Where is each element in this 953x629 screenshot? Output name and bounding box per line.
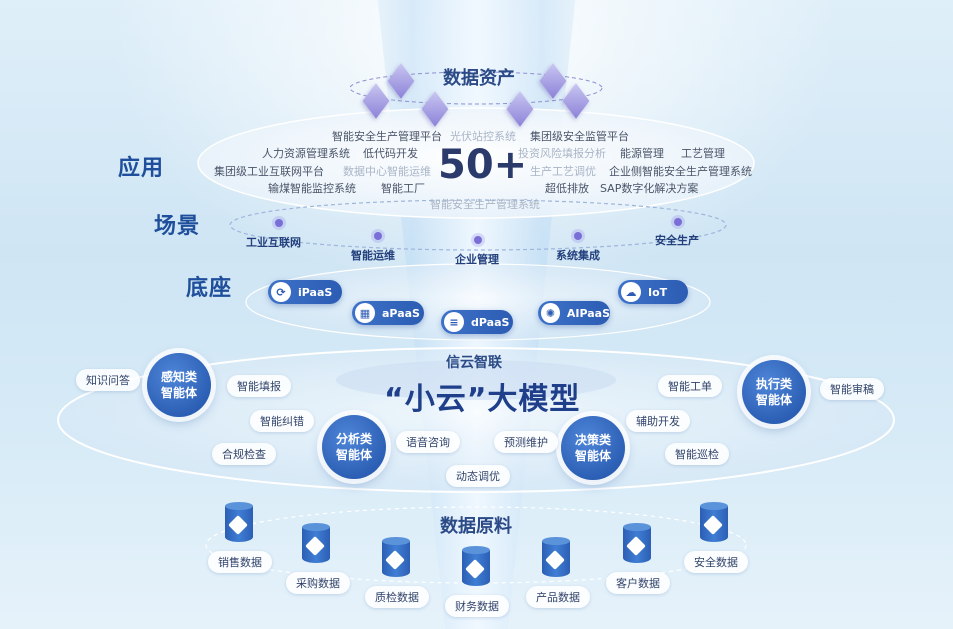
data-source-label: 财务数据 xyxy=(445,595,509,617)
capability-tag: 动态调优 xyxy=(446,465,510,487)
scene-dot xyxy=(674,218,682,226)
platform-iot: ☁IoT xyxy=(618,280,688,304)
capability-tag: 辅助开发 xyxy=(626,410,690,432)
app-item: 能源管理 xyxy=(620,147,664,160)
agent-execution: 执行类智能体 xyxy=(742,360,806,424)
database-icon xyxy=(225,502,253,546)
app-item: SAP数字化解决方案 xyxy=(600,182,699,195)
capability-tag: 智能纠错 xyxy=(250,410,314,432)
raw-data-title: 数据原料 xyxy=(440,516,512,537)
app-item: 低代码开发 xyxy=(363,147,418,160)
app-item: 智能安全生产管理系统 xyxy=(430,198,540,211)
stack-icon: ≡ xyxy=(444,312,464,332)
side-label-base: 底座 xyxy=(186,276,233,301)
grid-icon: ▦ xyxy=(355,303,375,323)
scene-label: 智能运维 xyxy=(351,249,395,262)
database-icon xyxy=(700,502,728,546)
app-item: 集团级工业互联网平台 xyxy=(214,165,324,178)
app-count: 50+ xyxy=(438,142,528,188)
scene-dot xyxy=(574,232,582,240)
capability-tag: 语音咨询 xyxy=(396,431,460,453)
cycle-icon: ⟳ xyxy=(271,282,291,302)
scene-label: 系统集成 xyxy=(556,249,600,262)
scene-label: 安全生产 xyxy=(655,234,699,247)
scene-dot xyxy=(374,232,382,240)
platform-apaas: ▦aPaaS xyxy=(352,301,424,325)
database-icon xyxy=(542,537,570,581)
app-item: 智能工厂 xyxy=(381,182,425,195)
capability-tag: 智能工单 xyxy=(658,375,722,397)
capability-tag: 预测维护 xyxy=(494,431,558,453)
app-item: 光伏站控系统 xyxy=(450,130,516,143)
platform-aipaas: ✺AIPaaS xyxy=(538,301,610,325)
data-assets-title: 数据资产 xyxy=(443,68,515,89)
capability-tag: 合规检查 xyxy=(212,443,276,465)
data-source-label: 采购数据 xyxy=(286,572,350,594)
agent-perception: 感知类智能体 xyxy=(147,353,211,417)
model-org: 信云智联 xyxy=(446,355,502,371)
data-source-label: 质检数据 xyxy=(365,586,429,608)
side-label-apps: 应用 xyxy=(118,156,165,181)
app-item: 投资风险填报分析 xyxy=(518,147,606,160)
app-item: 人力资源管理系统 xyxy=(262,147,350,160)
data-source-label: 客户数据 xyxy=(606,572,670,594)
platform-dpaas: ≡dPaaS xyxy=(441,310,513,334)
brain-icon: ✺ xyxy=(541,303,560,323)
app-item: 超低排放 xyxy=(545,182,589,195)
app-item: 生产工艺调优 xyxy=(530,165,596,178)
app-item: 集团级安全监管平台 xyxy=(530,130,629,143)
scene-dot xyxy=(275,219,283,227)
cloud-icon: ☁ xyxy=(621,282,641,302)
data-source-label: 安全数据 xyxy=(684,551,748,573)
side-label-scenes: 场景 xyxy=(154,214,201,239)
capability-tag: 智能巡检 xyxy=(665,443,729,465)
app-item: 工艺管理 xyxy=(681,147,725,160)
database-icon xyxy=(462,546,490,590)
capability-tag: 智能填报 xyxy=(227,375,291,397)
scene-label: 企业管理 xyxy=(455,253,499,266)
agent-analysis: 分析类智能体 xyxy=(322,415,386,479)
scene-dot xyxy=(474,236,482,244)
app-item: 智能安全生产管理平台 xyxy=(332,130,442,143)
app-item: 企业侧智能安全生产管理系统 xyxy=(609,165,752,178)
database-icon xyxy=(623,523,651,567)
capability-tag: 知识问答 xyxy=(76,369,140,391)
app-item: 数据中心智能运维 xyxy=(343,165,431,178)
data-source-label: 销售数据 xyxy=(208,551,272,573)
database-icon xyxy=(302,523,330,567)
platform-ipaas: ⟳iPaaS xyxy=(268,280,342,304)
database-icon xyxy=(382,537,410,581)
data-source-label: 产品数据 xyxy=(526,586,590,608)
capability-tag: 智能审稿 xyxy=(820,378,884,400)
agent-decision: 决策类智能体 xyxy=(561,416,625,480)
scene-label: 工业互联网 xyxy=(246,236,301,249)
model-name: “小云”大模型 xyxy=(384,382,581,417)
app-item: 输煤智能监控系统 xyxy=(268,182,356,195)
